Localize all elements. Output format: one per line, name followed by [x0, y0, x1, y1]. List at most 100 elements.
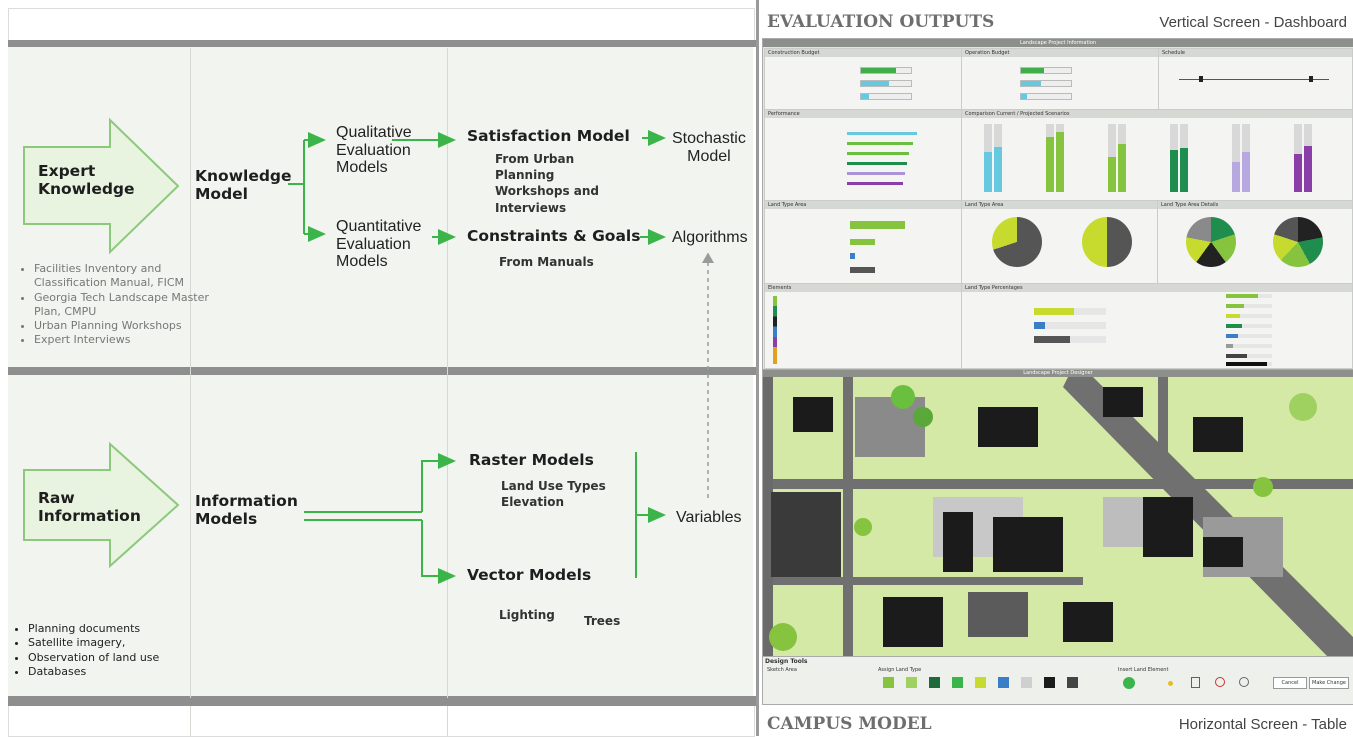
budget-bar	[860, 93, 912, 100]
operation-budget-panel: Operation Budget	[961, 48, 1159, 110]
constraints-label: Constraints & Goals	[467, 227, 641, 245]
information-models-label: Information Models	[195, 492, 298, 528]
list-item: Satellite imagery,	[28, 636, 208, 650]
land-type-swatch[interactable]	[1021, 677, 1032, 688]
bottom-divider	[8, 696, 760, 706]
assign-land-type-label: Assign Land Type	[878, 667, 922, 673]
satisfaction-model-label: Satisfaction Model	[467, 127, 630, 145]
vector-sub-lighting: Lighting	[499, 608, 555, 622]
land-type-swatch[interactable]	[998, 677, 1009, 688]
area-bar	[850, 253, 855, 259]
expert-knowledge-arrow	[23, 117, 180, 255]
elements-panel: Elements	[764, 283, 962, 369]
tree-element-icon[interactable]	[1123, 677, 1135, 689]
knowledge-bracket	[288, 140, 305, 234]
middle-divider	[8, 367, 760, 375]
campus-map[interactable]: Landscape Project Designer	[762, 369, 1353, 658]
raw-sources-list: Planning documents Satellite imagery, Ob…	[10, 622, 208, 679]
column-separator	[190, 706, 191, 736]
land-type-area-panel: Land Type Area	[764, 200, 962, 284]
lighting-element-icon[interactable]	[1168, 681, 1173, 686]
header-row	[8, 8, 755, 41]
evaluation-title: EVALUATION OUTPUTS	[767, 12, 995, 32]
land-type-area-details-panel: Land Type Area Details	[1157, 200, 1353, 284]
slider-handle[interactable]	[1199, 76, 1203, 82]
land-type-swatch[interactable]	[1067, 677, 1078, 688]
area-bar	[850, 221, 905, 229]
pie-chart	[1082, 217, 1132, 267]
performance-bar	[847, 162, 907, 165]
column-separator	[190, 48, 191, 698]
knowledge-model-label: Knowledge Model	[195, 167, 292, 203]
expert-sources-list: Facilities Inventory and Classification …	[16, 262, 212, 348]
pie-chart	[992, 217, 1042, 267]
schedule-slider[interactable]	[1179, 79, 1329, 80]
parking-element-icon[interactable]	[1191, 677, 1200, 688]
algorithms-label: Algorithms	[672, 229, 748, 246]
design-tools-title: Design Tools	[765, 658, 808, 665]
vector-models-label: Vector Models	[467, 566, 592, 584]
performance-bar	[847, 172, 905, 175]
construction-budget-panel: Construction Budget	[764, 48, 962, 110]
diagram-connectors	[23, 117, 714, 584]
land-type-swatch[interactable]	[929, 677, 940, 688]
vector-sub-trees: Trees	[584, 614, 621, 628]
bench-element-icon[interactable]	[1215, 677, 1225, 687]
campus-map-drawing	[763, 377, 1353, 657]
satisfaction-sub: From Urban Planning Workshops and Interv…	[495, 152, 600, 215]
schedule-panel: Schedule	[1158, 48, 1353, 110]
variables-label: Variables	[676, 509, 742, 526]
budget-bar	[1020, 67, 1072, 74]
list-item: Observation of land use	[28, 651, 208, 665]
performance-bar	[847, 182, 903, 185]
raster-sub: Land Use Types Elevation	[501, 479, 606, 510]
sketch-area-label: Sketch Area	[767, 667, 797, 673]
top-divider	[8, 40, 760, 47]
expert-knowledge-label: Expert Knowledge	[38, 162, 135, 198]
pie-chart	[1273, 217, 1323, 267]
campus-title: CAMPUS MODEL	[767, 714, 932, 734]
budget-bar	[860, 80, 912, 87]
column-separator	[447, 706, 448, 736]
list-item: Facilities Inventory and Classification …	[34, 262, 212, 291]
diagram-panel: Expert Knowledge Knowledge Model Qualita…	[0, 0, 756, 736]
performance-bar	[847, 152, 909, 155]
campus-subtitle: Horizontal Screen - Table	[1178, 716, 1347, 733]
outputs-panel: EVALUATION OUTPUTS Vertical Screen - Das…	[756, 0, 1353, 736]
footer-row	[8, 706, 755, 737]
security-element-icon[interactable]	[1239, 677, 1249, 687]
constraints-sub: From Manuals	[499, 255, 594, 269]
budget-bar	[1020, 93, 1072, 100]
column-separator	[447, 48, 448, 698]
cancel-button[interactable]: Cancel	[1273, 677, 1307, 689]
dashboard: Landscape Project Information Constructi…	[762, 38, 1353, 370]
raster-models-label: Raster Models	[469, 451, 594, 469]
evaluation-subtitle: Vertical Screen - Dashboard	[1159, 14, 1347, 31]
land-type-swatch[interactable]	[906, 677, 917, 688]
list-item: Expert Interviews	[34, 333, 212, 347]
design-tools: Design Tools Sketch Area Assign Land Typ…	[762, 656, 1353, 705]
stochastic-label: Stochastic Model	[672, 130, 746, 165]
comparison-panel: Comparison Current / Projected Scenarios	[961, 109, 1353, 201]
land-type-swatch[interactable]	[952, 677, 963, 688]
budget-bar	[1020, 80, 1072, 87]
slider-handle[interactable]	[1309, 76, 1313, 82]
pie-chart	[1186, 217, 1236, 267]
area-bar	[850, 267, 875, 273]
land-type-swatch[interactable]	[975, 677, 986, 688]
dashboard-top-bar: Landscape Project Information	[763, 39, 1353, 47]
make-change-button[interactable]: Make Change	[1309, 677, 1349, 689]
land-type-swatch[interactable]	[1044, 677, 1055, 688]
map-title-bar: Landscape Project Designer	[763, 370, 1353, 377]
land-type-swatch[interactable]	[883, 677, 894, 688]
performance-panel: Performance	[764, 109, 962, 201]
budget-bar	[860, 67, 912, 74]
qualitative-label: Qualitative Evaluation Models	[336, 124, 412, 177]
performance-bar	[847, 132, 917, 135]
land-type-area-pie-panel: Land Type Area	[961, 200, 1158, 284]
list-item: Databases	[28, 665, 208, 679]
raw-information-label: Raw Information	[38, 489, 141, 525]
performance-bar	[847, 142, 913, 145]
area-bar	[850, 239, 875, 245]
list-item: Urban Planning Workshops	[34, 319, 212, 333]
